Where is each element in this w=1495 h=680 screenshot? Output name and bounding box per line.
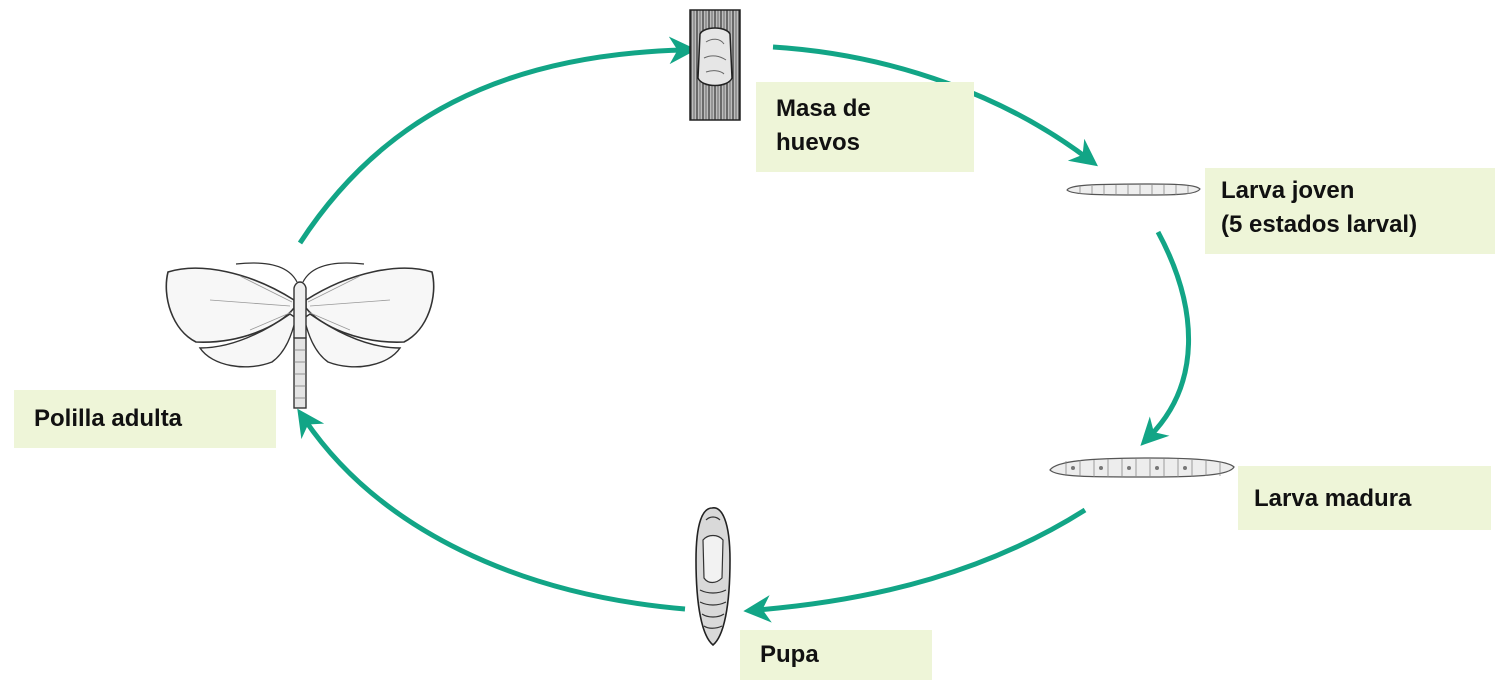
adult-moth-illustration <box>165 262 435 409</box>
mature-larva-label: Larva madura <box>1238 466 1491 530</box>
adult-moth-label: Polilla adulta <box>14 390 276 448</box>
arrow-young-to-mature-larva <box>1140 230 1191 446</box>
arrow-adult-to-eggs <box>297 36 697 245</box>
adult-moth-label-line-1: Polilla adulta <box>34 405 183 432</box>
pupa-illustration <box>695 507 731 647</box>
young-larva-label-line-1: Larva joven <box>1221 177 1355 204</box>
young-larva-illustration <box>1066 183 1201 196</box>
pupa-label-line-1: Pupa <box>760 641 819 668</box>
egg-mass-label-line-1: Masa de <box>776 95 871 122</box>
arrow-pupa-to-adult <box>297 408 686 612</box>
young-larva-label: Larva joven (5 estados larval) <box>1205 168 1495 254</box>
mature-larva-label-line-1: Larva madura <box>1254 485 1412 512</box>
young-larva-label-line-2: (5 estados larval) <box>1221 211 1418 238</box>
mature-larva-illustration <box>1049 457 1235 478</box>
arrow-mature-larva-to-pupa <box>743 507 1087 623</box>
egg-mass-label: Masa de huevos <box>756 82 974 172</box>
egg-mass-label-line-2: huevos <box>776 129 861 156</box>
egg-mass-illustration <box>689 9 741 121</box>
pupa-label: Pupa <box>740 630 932 680</box>
